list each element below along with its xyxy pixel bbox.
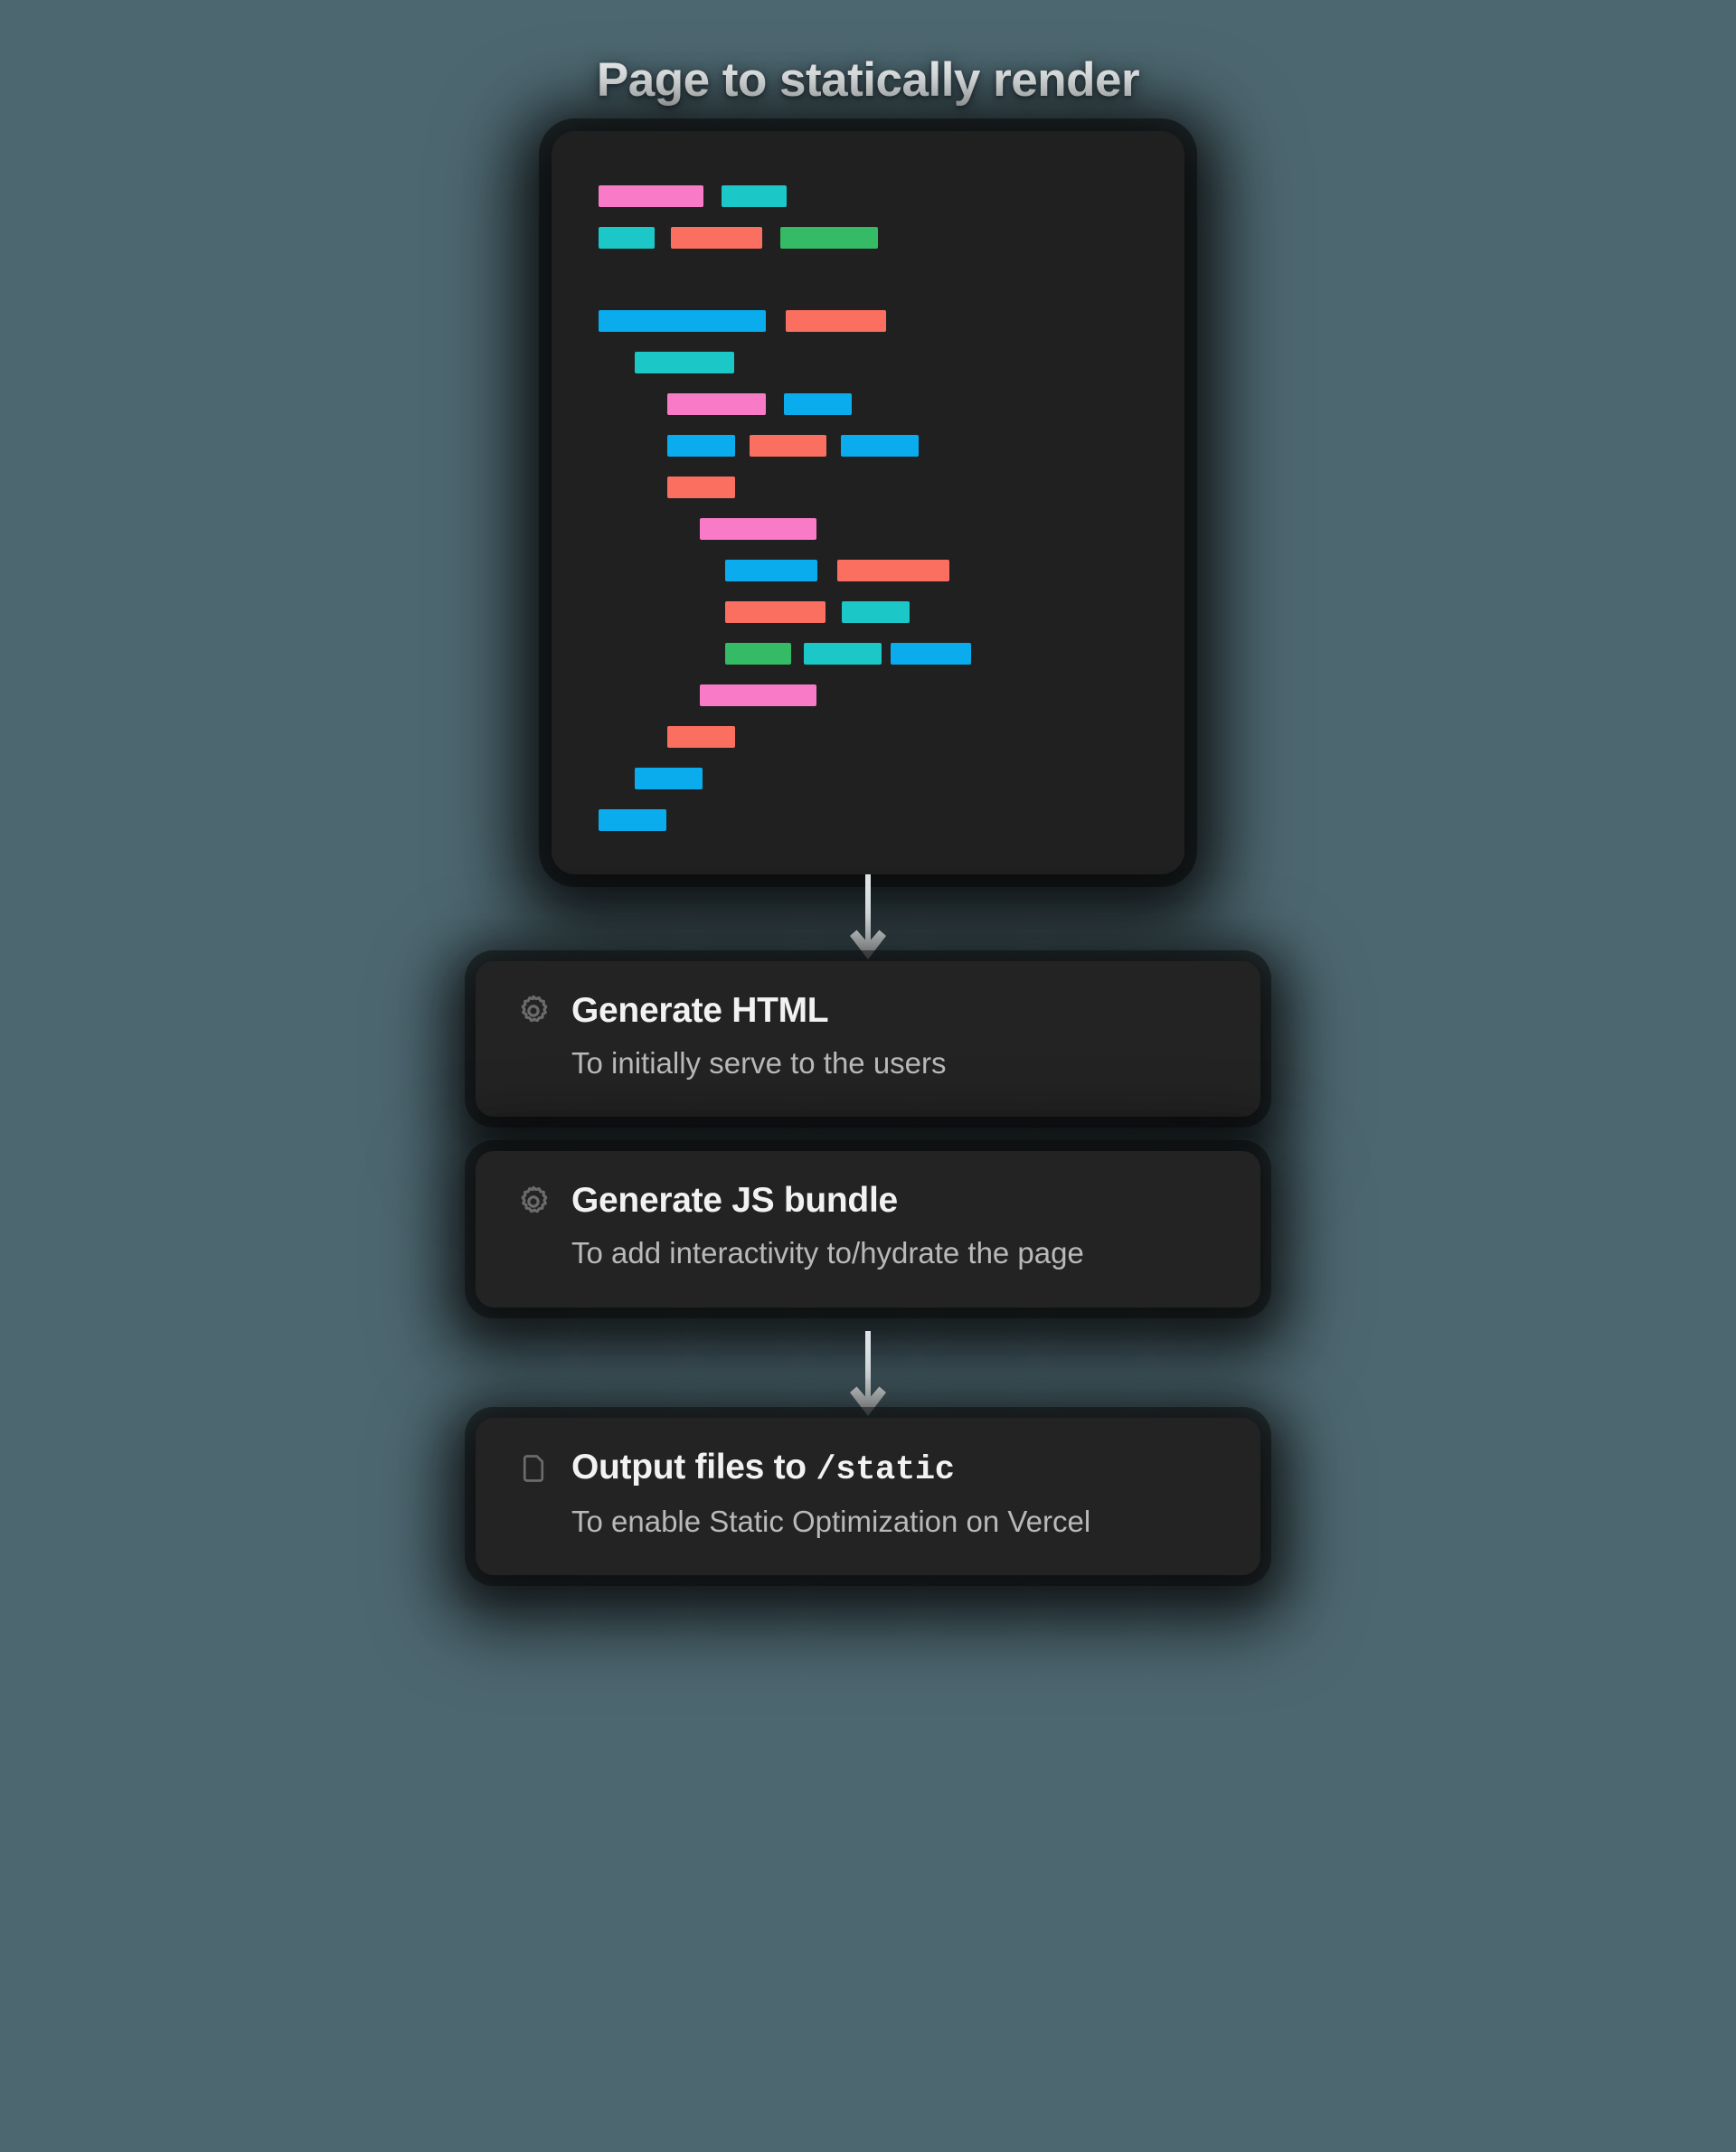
code-token-bar bbox=[667, 477, 735, 498]
card-title: Generate HTML bbox=[571, 991, 829, 1030]
code-token-bar bbox=[599, 809, 666, 831]
code-token-bar bbox=[667, 726, 735, 748]
code-token-bar bbox=[599, 185, 703, 207]
card-title: Output files to /static bbox=[571, 1447, 955, 1489]
step-card-generate-html[interactable]: Generate HTML To initially serve to the … bbox=[476, 961, 1260, 1118]
code-token-bar bbox=[599, 310, 766, 332]
arrow-code-to-generate bbox=[841, 874, 895, 961]
card-header: Generate HTML bbox=[515, 991, 1221, 1031]
code-token-bar bbox=[841, 435, 919, 457]
code-token-bar bbox=[750, 435, 826, 457]
code-token-bar bbox=[725, 560, 817, 581]
code-lines-container bbox=[552, 131, 1184, 874]
code-token-bar bbox=[700, 518, 816, 540]
code-token-bar bbox=[667, 435, 735, 457]
step-card-output-files[interactable]: Output files to /static To enable Static… bbox=[476, 1417, 1260, 1576]
card-title-prefix: Output files to bbox=[571, 1447, 816, 1487]
code-line bbox=[552, 393, 1184, 415]
code-token-bar bbox=[804, 643, 882, 665]
code-line bbox=[552, 352, 1184, 373]
code-line bbox=[552, 726, 1184, 748]
code-line bbox=[552, 518, 1184, 540]
code-line bbox=[552, 601, 1184, 623]
code-token-bar bbox=[842, 601, 910, 623]
file-icon bbox=[515, 1450, 552, 1487]
gear-icon bbox=[515, 1184, 552, 1220]
code-line bbox=[552, 477, 1184, 498]
code-line bbox=[552, 643, 1184, 665]
code-preview-card bbox=[552, 131, 1184, 874]
card-subtitle: To initially serve to the users bbox=[571, 1045, 947, 1080]
code-blank-line bbox=[552, 269, 1184, 290]
code-line bbox=[552, 227, 1184, 249]
code-line bbox=[552, 684, 1184, 706]
code-token-bar bbox=[784, 393, 852, 415]
code-token-bar bbox=[725, 643, 791, 665]
card-header: Output files to /static bbox=[515, 1447, 1221, 1489]
code-token-bar bbox=[635, 768, 703, 789]
code-line bbox=[552, 560, 1184, 581]
code-line bbox=[552, 185, 1184, 207]
gear-icon bbox=[515, 993, 552, 1029]
code-token-bar bbox=[786, 310, 886, 332]
code-token-bar bbox=[599, 227, 655, 249]
code-token-bar bbox=[837, 560, 949, 581]
code-token-bar bbox=[725, 601, 826, 623]
card-subtitle: To enable Static Optimization on Vercel bbox=[571, 1504, 1091, 1538]
code-token-bar bbox=[891, 643, 971, 665]
code-token-bar bbox=[635, 352, 734, 373]
code-line bbox=[552, 435, 1184, 457]
code-line bbox=[552, 809, 1184, 831]
code-token-bar bbox=[667, 393, 766, 415]
arrow-generate-to-output bbox=[841, 1330, 895, 1418]
page-title: Page to statically render bbox=[596, 53, 1140, 107]
code-token-bar bbox=[722, 185, 787, 207]
step-card-generate-js-bundle[interactable]: Generate JS bundle To add interactivity … bbox=[476, 1151, 1260, 1307]
code-token-bar bbox=[700, 684, 816, 706]
code-line bbox=[552, 768, 1184, 789]
code-line bbox=[552, 310, 1184, 332]
card-divider-gap bbox=[476, 1117, 1260, 1151]
card-title-path: /static bbox=[816, 1450, 955, 1489]
card-header: Generate JS bundle bbox=[515, 1182, 1221, 1221]
card-subtitle: To add interactivity to/hydrate the page bbox=[571, 1236, 1084, 1270]
code-token-bar bbox=[780, 227, 878, 249]
card-title: Generate JS bundle bbox=[571, 1181, 898, 1221]
code-token-bar bbox=[671, 227, 762, 249]
generate-steps-group: Generate HTML To initially serve to the … bbox=[476, 961, 1260, 1307]
